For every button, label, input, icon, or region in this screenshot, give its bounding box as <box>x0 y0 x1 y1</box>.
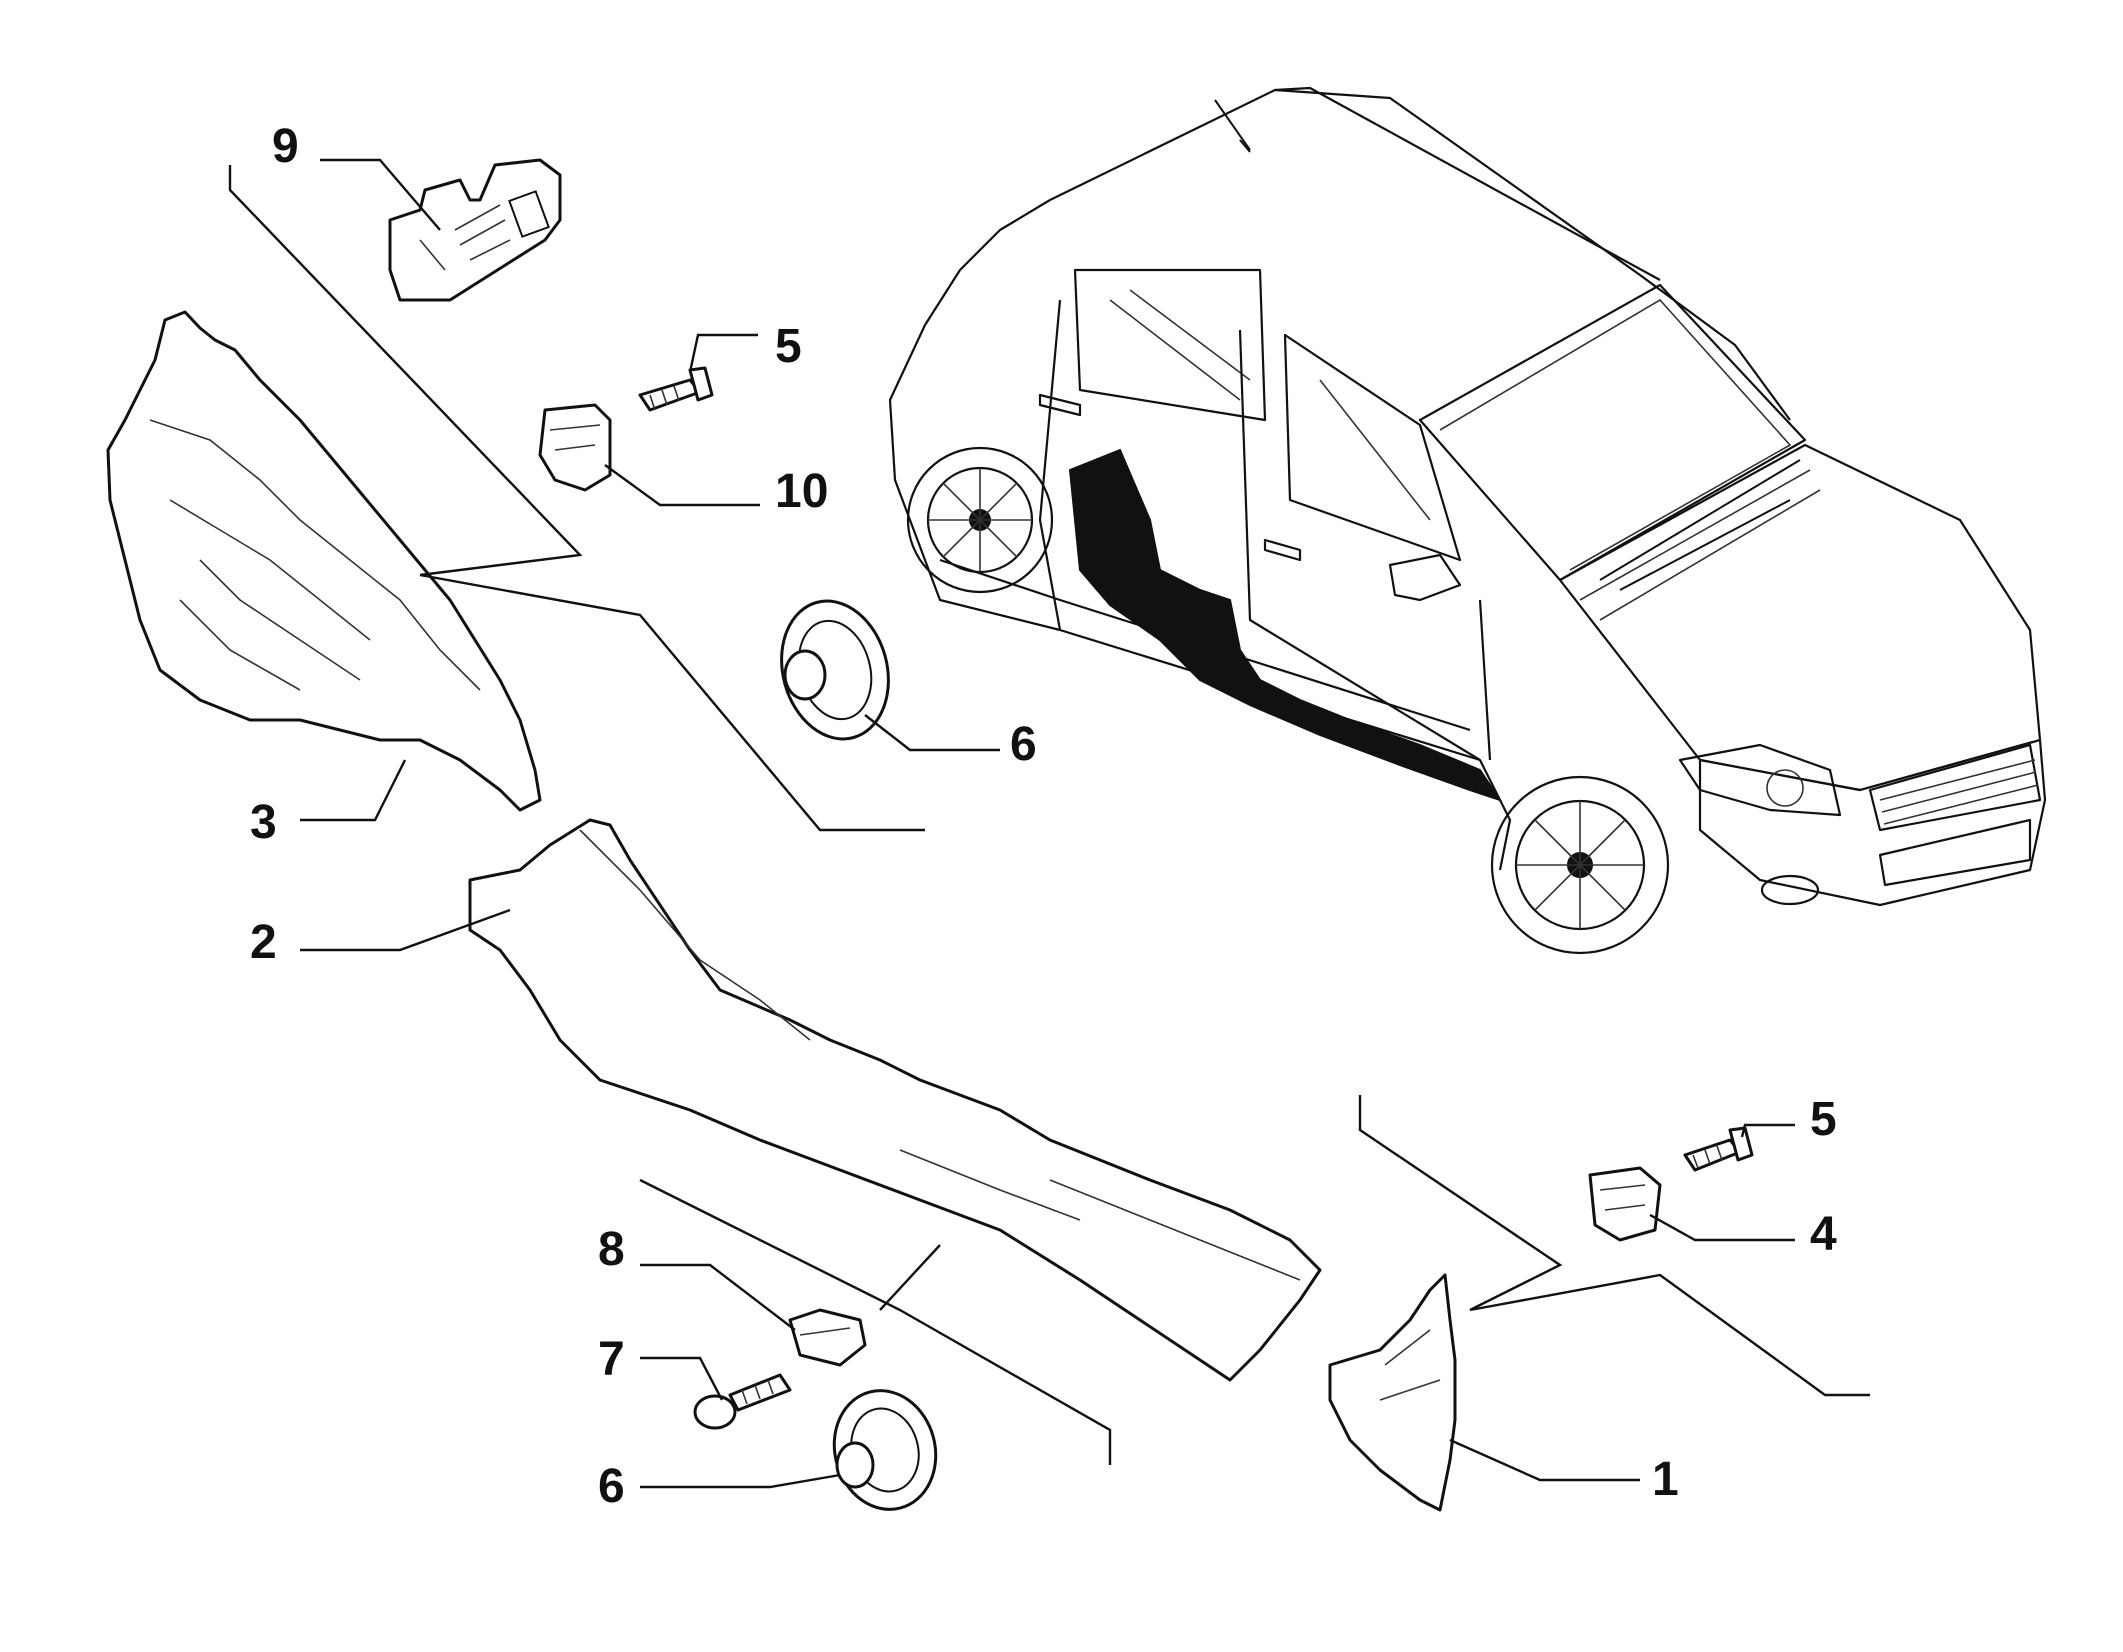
part-1-mud-flap <box>1328 1273 1457 1512</box>
leader-7 <box>640 1356 724 1401</box>
leader-6b <box>640 1473 841 1489</box>
part-10-square-clip <box>538 403 612 492</box>
car-illustration <box>888 86 2047 955</box>
callout-8: 8 <box>598 1223 625 1276</box>
leader-2 <box>300 908 511 952</box>
callout-6: 6 <box>1010 718 1037 771</box>
leader-9 <box>320 158 441 231</box>
callout-6-lower: 6 <box>598 1460 625 1513</box>
callout-10: 10 <box>775 465 828 518</box>
part-8-retaining-clip <box>788 1308 867 1367</box>
leader-5b <box>1740 1123 1795 1138</box>
callout-3: 3 <box>250 796 277 849</box>
part-4-square-clip <box>1588 1166 1662 1242</box>
callout-7: 7 <box>598 1333 625 1386</box>
callout-2: 2 <box>250 916 277 969</box>
leader-8 <box>640 1263 796 1331</box>
callout-1: 1 <box>1652 1453 1679 1506</box>
part-6-push-nut-upper <box>780 599 890 741</box>
leader-6a <box>864 714 1000 752</box>
leader-1 <box>1449 1438 1640 1482</box>
part-6-push-nut-lower <box>832 1389 938 1511</box>
sill-highlight <box>1068 448 1503 802</box>
callout-4: 4 <box>1810 1208 1837 1261</box>
part-5-screw-top <box>638 366 714 412</box>
part-5-screw-right <box>1683 1126 1754 1172</box>
leader-lines <box>228 158 1870 1489</box>
leader-3 <box>300 759 407 822</box>
part-7-screw <box>693 1373 792 1430</box>
callout-labels: 9 5 10 6 3 2 5 4 8 7 6 1 <box>250 120 1837 1513</box>
part-9-clip-bracket <box>388 158 562 302</box>
callout-5-right: 5 <box>1810 1093 1837 1146</box>
leader-4 <box>1649 1213 1795 1242</box>
callout-5: 5 <box>775 320 802 373</box>
part-2-sill-trim <box>468 818 1322 1382</box>
part-3-arch-liner <box>106 310 542 812</box>
leader-10 <box>604 464 760 507</box>
callout-9: 9 <box>272 120 299 173</box>
leader-5a <box>688 333 758 373</box>
